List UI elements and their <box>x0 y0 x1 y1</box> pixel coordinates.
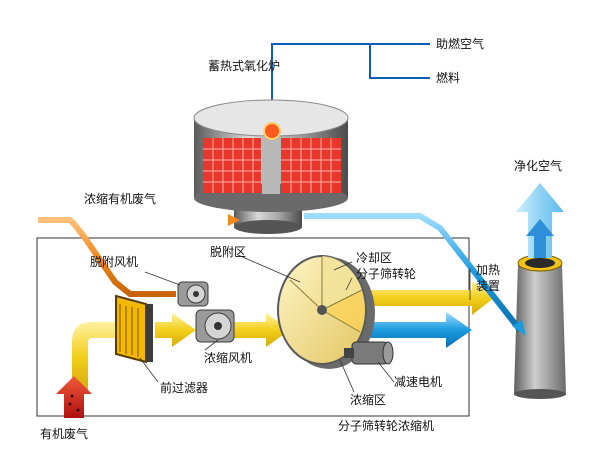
clean-process-arrow <box>370 312 472 348</box>
label-heating-device: 加热 装置 <box>476 263 504 293</box>
label-cooling-zone: 冷却区 <box>356 251 392 265</box>
oxidizer <box>193 99 349 234</box>
exhaust-stack <box>514 254 566 399</box>
label-concentration-zone: 浓缩区 <box>350 392 386 407</box>
oxidizer-exhaust-arrow <box>512 320 526 336</box>
voc-inlet-particles <box>68 394 80 412</box>
oxidizer-exhaust-line <box>304 213 523 332</box>
label-desorption-zone: 脱附区 <box>210 244 246 259</box>
label-fuel: 燃料 <box>436 70 460 85</box>
label-sieve-wheel: 分子筛转轮 <box>356 266 416 281</box>
label-combustion-air: 助燃空气 <box>436 36 484 51</box>
concentrated-voc-arrow <box>228 214 240 226</box>
label-concentrated-voc: 浓缩有机废气 <box>84 191 156 206</box>
motor-icon <box>344 341 394 365</box>
leader-lines <box>139 254 471 393</box>
heat-media-grid-left <box>203 138 261 193</box>
label-oxidizer: 蓄热式氧化炉 <box>208 59 280 73</box>
concentration-fan-icon <box>195 309 235 343</box>
filter-icon <box>115 294 153 364</box>
desorb-yellow-arrow <box>360 281 494 315</box>
concentrator-enclosure <box>36 237 470 417</box>
supply-lines <box>271 43 430 112</box>
label-pre-filter: 前过滤器 <box>160 380 208 395</box>
process-air-duct <box>72 322 118 392</box>
label-heating-device-line1: 加热 <box>476 263 500 277</box>
fan-icon <box>177 281 209 307</box>
clean-air-arrow-small <box>526 219 554 258</box>
heat-media-grid-right <box>281 138 341 193</box>
process-air-arrow-2 <box>232 313 290 347</box>
label-heating-device-line2: 装置 <box>476 279 500 293</box>
label-voc-inlet: 有机废气 <box>40 426 88 441</box>
label-desorption-fan: 脱附风机 <box>90 254 138 269</box>
voc-inlet-arrow <box>56 376 92 418</box>
sieve-wheel <box>277 255 375 369</box>
label-system-name: 分子筛转轮浓缩机 <box>338 418 434 433</box>
label-reducer-motor: 减速电机 <box>394 375 442 389</box>
label-clean-air: 净化空气 <box>514 158 562 173</box>
label-concentration-fan: 浓缩风机 <box>204 350 252 365</box>
heater-flame-icon <box>263 122 281 140</box>
process-air-arrow-1 <box>155 313 196 347</box>
